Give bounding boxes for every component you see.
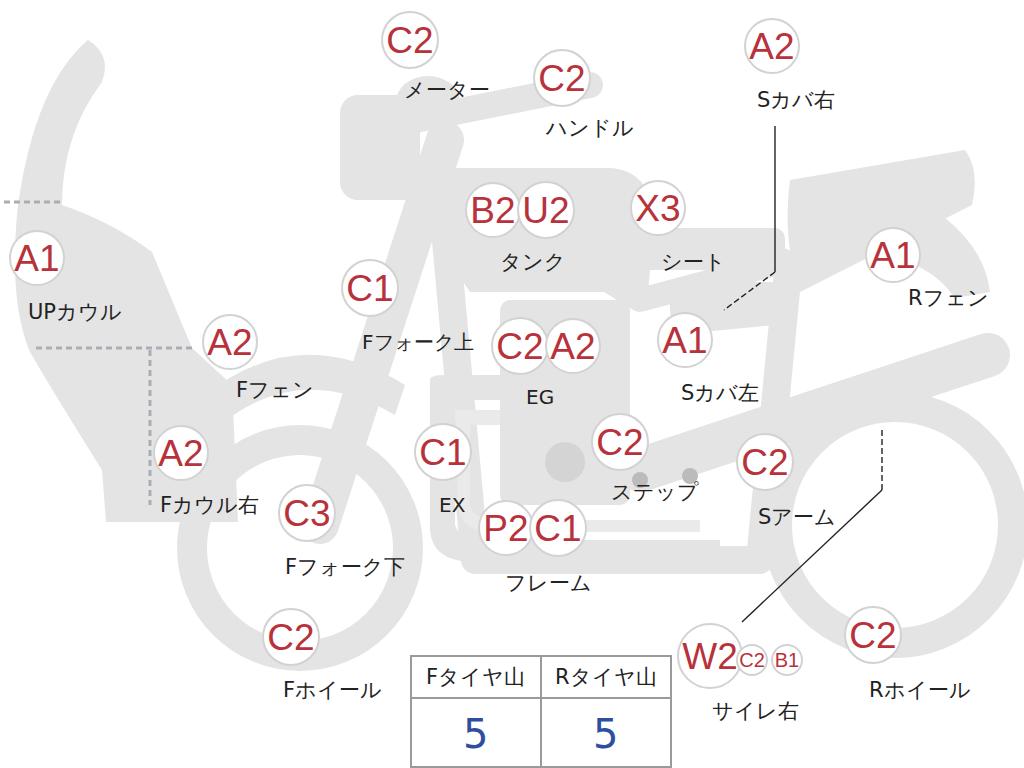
table-cell: Fタイヤ山 (426, 665, 525, 689)
part-name: Fフォーク上 (362, 331, 474, 354)
part-name: EX (439, 494, 465, 517)
part-name: Sアーム (758, 505, 836, 529)
grade-code: C2 (386, 22, 433, 59)
grade-code: A2 (550, 328, 595, 365)
part-name: Fフォーク下 (285, 555, 405, 579)
part-name: タンク (500, 250, 566, 274)
grade-circle: C1 (529, 499, 587, 557)
grade-code: U2 (522, 192, 569, 229)
grade-circle: C1 (341, 259, 399, 317)
part-name: Sカバ右 (757, 88, 835, 112)
part-name: シート (661, 250, 726, 274)
part-name: Fホイール (283, 678, 382, 702)
grade-code: C2 (596, 424, 643, 461)
grade-code: C2 (538, 60, 585, 97)
part-name: ハンドル (546, 116, 634, 140)
table-cell: 5 (463, 711, 488, 757)
grade-circle: C2 (491, 317, 549, 375)
grade-code: A2 (158, 435, 203, 472)
grade-code: P2 (483, 510, 528, 547)
part-name: ステップ (611, 480, 699, 504)
grade-circle: A2 (153, 425, 209, 481)
grade-code: B2 (470, 192, 515, 229)
grade-circle: W2 (677, 623, 743, 689)
grade-circle: C2 (262, 608, 320, 666)
part-name: Rホイール (869, 678, 971, 702)
part-name: サイレ右 (712, 699, 799, 723)
grade-code: C2 (849, 617, 896, 654)
grade-circle: A1 (657, 312, 713, 368)
grade-circle: A2 (545, 318, 601, 374)
table-cell: 5 (593, 711, 618, 757)
grade-code: C1 (346, 270, 393, 307)
grade-circle: A2 (744, 18, 800, 74)
part-name: メーター (404, 78, 490, 102)
grade-code: C1 (534, 510, 581, 547)
part-name: EG (526, 386, 554, 409)
grade-code: C1 (419, 434, 466, 471)
grade-code: A2 (749, 28, 794, 65)
grade-code: C3 (283, 495, 330, 532)
grade-circle: C1 (414, 423, 472, 481)
part-name: Sカバ左 (681, 381, 759, 405)
grade-circle: C2 (591, 413, 649, 471)
part-name: Fカウル右 (160, 493, 259, 517)
grade-circle: U2 (517, 181, 575, 239)
grade-circle: A1 (9, 230, 65, 286)
grade-circle: C2 (844, 606, 902, 664)
grade-code: W2 (682, 638, 738, 675)
grade-code: A2 (207, 324, 252, 361)
grade-circle: C2 (736, 433, 794, 491)
grade-code: C2 (741, 444, 788, 481)
grade-code: A1 (870, 237, 915, 274)
grade-code: C2 (496, 328, 543, 365)
grade-circle: B1 (771, 644, 803, 676)
grade-code: A1 (14, 240, 59, 277)
grade-circle: A1 (865, 227, 921, 283)
grade-code: C2 (739, 650, 765, 670)
grade-circle: C2 (381, 11, 439, 69)
table-cell: Rタイヤ山 (555, 665, 657, 689)
part-name: Rフェン (908, 286, 989, 310)
grade-code: A1 (662, 322, 707, 359)
part-name: UPカウル (28, 300, 122, 324)
tread-table (411, 656, 671, 767)
grade-code: B1 (775, 650, 799, 670)
grade-circle: C2 (736, 644, 768, 676)
grade-circle: X3 (630, 180, 686, 236)
part-name: Fフェン (236, 378, 314, 402)
grade-circle: C3 (278, 484, 336, 542)
grade-circle: C2 (533, 49, 591, 107)
grade-circle: A2 (202, 314, 258, 370)
grade-circle: P2 (478, 500, 534, 556)
grade-circle: B2 (465, 182, 521, 238)
grade-code: C2 (267, 619, 314, 656)
part-name: フレーム (505, 571, 592, 595)
grade-code: X3 (635, 190, 680, 227)
